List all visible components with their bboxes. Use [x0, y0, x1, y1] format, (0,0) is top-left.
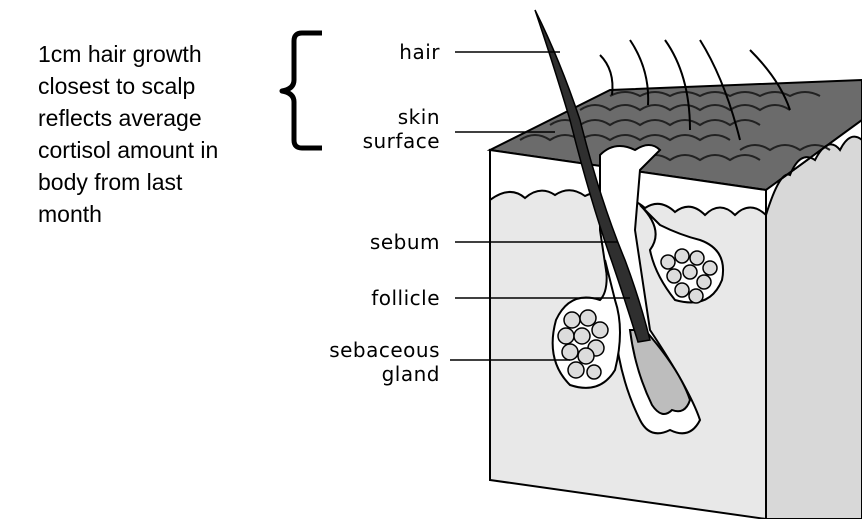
label-hair: hair: [360, 40, 440, 64]
curly-bracket: [282, 33, 322, 148]
label-sebum: sebum: [330, 230, 440, 254]
cortisol-caption: 1cm hair growth closest to scalp reflect…: [38, 38, 288, 230]
label-follicle: follicle: [330, 286, 440, 310]
label-sebaceous-gland: sebaceous gland: [290, 338, 440, 386]
label-skin-surface: skin surface: [330, 105, 440, 153]
